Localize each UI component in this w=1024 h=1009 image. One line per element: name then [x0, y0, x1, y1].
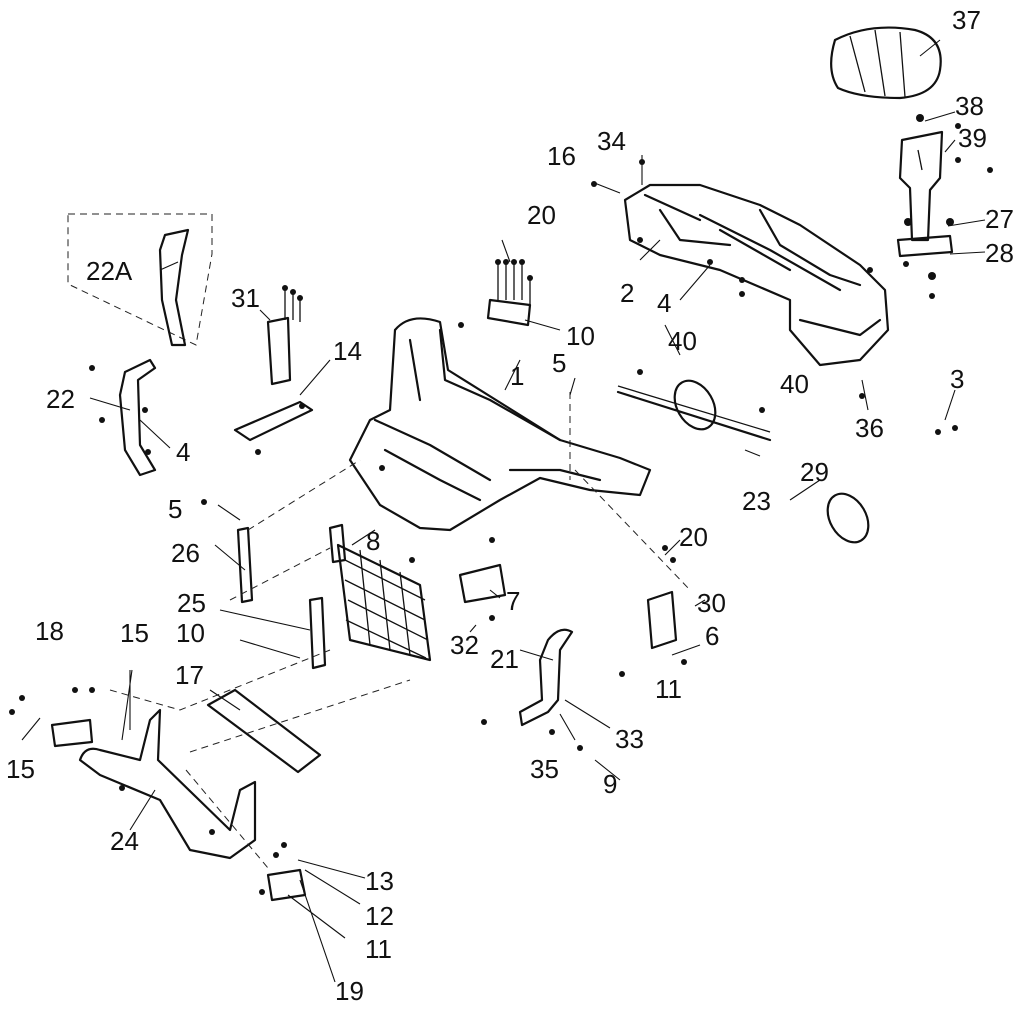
- label-26: 26: [171, 538, 200, 568]
- label-20-top: 20: [527, 200, 556, 230]
- label-30: 30: [697, 588, 726, 618]
- label-4-right: 4: [657, 288, 671, 318]
- label-3: 3: [950, 364, 964, 394]
- label-31: 31: [231, 283, 260, 313]
- label-32: 32: [450, 630, 479, 660]
- label-15-left: 15: [6, 754, 35, 784]
- label-10-top: 10: [566, 321, 595, 351]
- main-frame-part: [348, 317, 652, 532]
- bracket-31-14-part: [233, 285, 314, 455]
- footrest-8-part: [308, 523, 432, 670]
- bracket-20-10-part: [486, 259, 533, 327]
- label-15-top: 15: [120, 618, 149, 648]
- label-11-bottom: 11: [365, 934, 392, 964]
- label-11-right: 11: [655, 674, 682, 704]
- plate-17-part: [206, 688, 322, 774]
- strut-26-part: [236, 526, 254, 604]
- seat-part: [830, 26, 942, 100]
- label-5-middle: 5: [552, 348, 566, 378]
- ring-part: [673, 379, 717, 431]
- label-9: 9: [603, 769, 617, 799]
- label-40-upper: 40: [668, 326, 697, 356]
- label-5-left: 5: [168, 494, 182, 524]
- label-38: 38: [955, 91, 984, 121]
- label-6: 6: [705, 621, 719, 651]
- label-12: 12: [365, 901, 394, 931]
- label-21: 21: [490, 644, 519, 674]
- label-27: 27: [985, 204, 1014, 234]
- label-40-lower: 40: [780, 369, 809, 399]
- label-35: 35: [530, 754, 559, 784]
- label-39: 39: [958, 123, 987, 153]
- label-22a: 22A: [86, 256, 133, 286]
- label-17: 17: [175, 660, 204, 690]
- label-2: 2: [620, 278, 634, 308]
- label-28: 28: [985, 238, 1014, 268]
- label-16: 16: [547, 141, 576, 171]
- label-29: 29: [800, 457, 829, 487]
- label-37: 37: [952, 5, 981, 35]
- bracket-30-part: [646, 590, 678, 650]
- label-18: 18: [35, 616, 64, 646]
- label-4-left: 4: [176, 437, 190, 467]
- label-24: 24: [110, 826, 139, 856]
- part-labels: 37 38 39 34 16 27 28 20 2 4 10 40 5 1 40…: [6, 5, 1014, 1006]
- rear-rack-part: [623, 183, 958, 435]
- label-7: 7: [506, 586, 520, 616]
- label-19: 19: [335, 976, 364, 1006]
- label-23: 23: [742, 486, 771, 516]
- bracket-19-part: [266, 868, 307, 902]
- label-13: 13: [365, 866, 394, 896]
- ring-29-part: [826, 492, 870, 544]
- label-8: 8: [366, 526, 380, 556]
- handle-22-part: [89, 358, 157, 477]
- bracket-18-part: [50, 718, 94, 748]
- variant-22a-box: [67, 213, 213, 346]
- bracket-21-part: [518, 628, 574, 727]
- label-1: 1: [510, 361, 524, 391]
- label-10-left: 10: [176, 618, 205, 648]
- bracket-7-part: [458, 563, 507, 604]
- rod-part: [616, 390, 772, 442]
- handle-22a-part: [158, 228, 190, 347]
- label-20-right: 20: [679, 522, 708, 552]
- label-33: 33: [615, 724, 644, 754]
- label-34: 34: [597, 126, 626, 156]
- label-25: 25: [177, 588, 206, 618]
- bumper-24-part: [78, 708, 257, 860]
- label-14: 14: [333, 336, 362, 366]
- seat-bracket-part: [896, 114, 993, 299]
- label-36: 36: [855, 413, 884, 443]
- label-22: 22: [46, 384, 75, 414]
